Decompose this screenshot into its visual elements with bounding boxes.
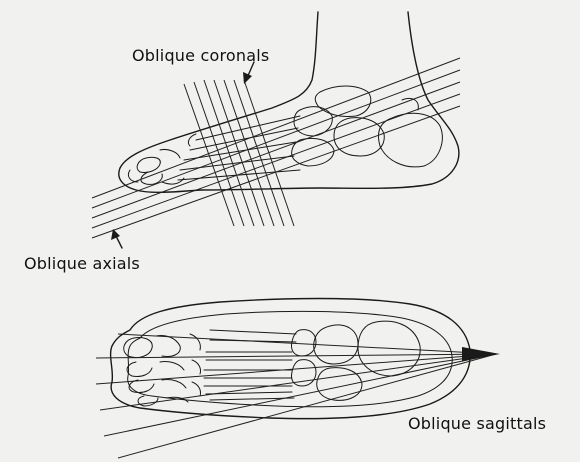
label-oblique-axials: Oblique axials	[24, 254, 140, 273]
foot-plantar-view	[96, 299, 500, 459]
plantar-bones	[124, 321, 420, 406]
label-oblique-coronals: Oblique coronals	[132, 46, 269, 65]
arrow-up-icon	[111, 229, 122, 248]
arrowhead-icon	[462, 347, 500, 361]
oblique-sagittal-planes	[96, 334, 496, 458]
arrow-down-icon	[243, 62, 254, 84]
label-oblique-sagittals: Oblique sagittals	[408, 414, 546, 433]
